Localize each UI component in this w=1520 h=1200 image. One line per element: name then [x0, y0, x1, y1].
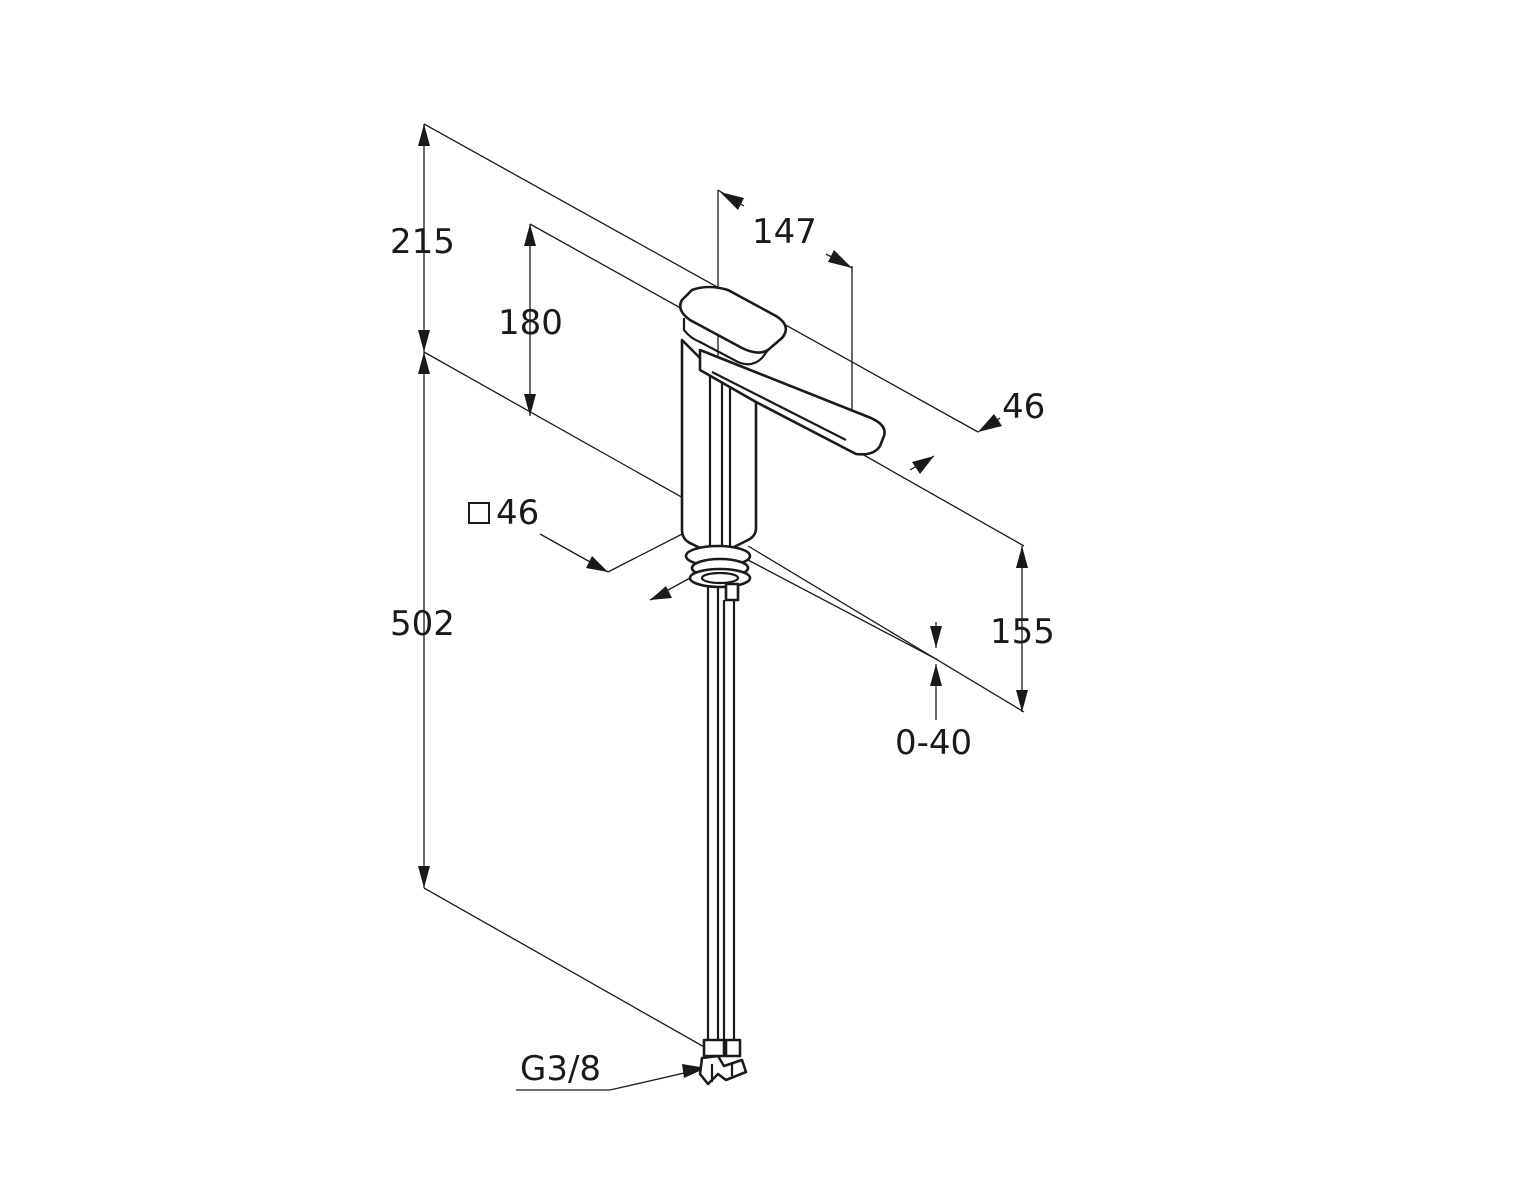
dim-147-label: 147: [752, 212, 817, 252]
faucet-body: [678, 285, 886, 1086]
dim-155-label: 155: [990, 612, 1055, 652]
dim-46-spout-label: 46: [1002, 387, 1045, 427]
dim-215-label: 215: [390, 222, 455, 262]
dim-502-label: 502: [390, 604, 455, 644]
extension-lines: [423, 123, 1025, 1049]
square-symbol: [468, 502, 490, 524]
dim-square-46-label: 46: [496, 493, 539, 533]
thread-g3-8-label: G3/8: [520, 1049, 601, 1089]
dim-0-40-label: 0-40: [895, 723, 972, 763]
dimension-lines: [418, 124, 1028, 1091]
dim-180-label: 180: [498, 303, 563, 343]
